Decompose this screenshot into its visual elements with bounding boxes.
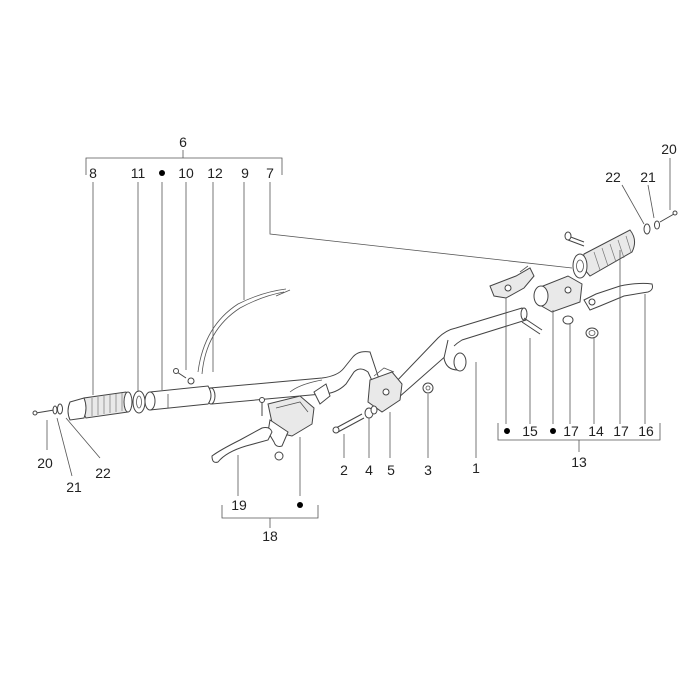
bullet-dot [550, 428, 556, 434]
callout-6: 6 [179, 134, 187, 150]
nut-3 [422, 382, 434, 394]
screw-10 [173, 368, 195, 385]
mirror-bracket [313, 383, 331, 405]
callout-10: 10 [178, 165, 194, 181]
callout-21-right: 21 [640, 169, 656, 185]
callout-2: 2 [340, 462, 348, 478]
switch-housing [367, 367, 403, 413]
callout-1: 1 [472, 460, 480, 476]
callout-21-left: 21 [66, 479, 82, 495]
callout-17-b: 17 [613, 423, 629, 439]
callout-13: 13 [571, 454, 587, 470]
callout-11: 11 [131, 165, 146, 181]
spring-clip-14 [585, 327, 599, 339]
left-end-screw [32, 403, 63, 416]
callout-22-left: 22 [95, 465, 111, 481]
callout-17-a: 17 [563, 423, 579, 439]
bullet-dot [504, 428, 510, 434]
handlebar-tube [206, 307, 528, 405]
callout-15: 15 [522, 423, 538, 439]
throttle-cable [197, 288, 291, 375]
washer-11 [132, 390, 146, 414]
callout-5: 5 [387, 462, 395, 478]
callout-20-left: 20 [37, 455, 53, 471]
screw-right-grip [564, 231, 585, 247]
brake-lever-left [211, 427, 273, 463]
throttle-tube [144, 385, 212, 411]
group-bracket-13 [497, 423, 661, 452]
right-grip [572, 229, 636, 279]
brake-lever-right-16 [583, 282, 653, 311]
screw-15 [521, 317, 543, 335]
callout-16: 16 [638, 423, 654, 439]
callout-labels: 6 8 11 10 12 9 7 20 22 21 20 22 21 2 4 5… [37, 134, 677, 544]
master-cylinder [259, 395, 315, 461]
mount-bracket-15 [489, 265, 535, 299]
callout-8: 8 [89, 165, 97, 181]
callout-20-right: 20 [661, 141, 677, 157]
bolt-2 [332, 413, 365, 434]
bullet-dots [159, 170, 556, 508]
group-bracket-6 [85, 150, 283, 175]
left-grip [67, 391, 133, 421]
right-end-screw [643, 210, 678, 235]
washer-17 [562, 315, 574, 325]
group-bracket-18 [221, 505, 319, 528]
clamp-housing-17 [533, 275, 583, 313]
leader-lines [46, 158, 671, 496]
callout-12: 12 [207, 165, 223, 181]
callout-9: 9 [241, 165, 249, 181]
callout-19: 19 [231, 497, 247, 513]
bullet-dot [297, 502, 303, 508]
callout-22-right: 22 [605, 169, 621, 185]
washer-4 [364, 405, 378, 419]
callout-4: 4 [365, 462, 373, 478]
bullet-dot [159, 170, 165, 176]
callout-3: 3 [424, 462, 432, 478]
callout-18: 18 [262, 528, 278, 544]
callout-14: 14 [588, 423, 604, 439]
callout-7: 7 [266, 165, 274, 181]
